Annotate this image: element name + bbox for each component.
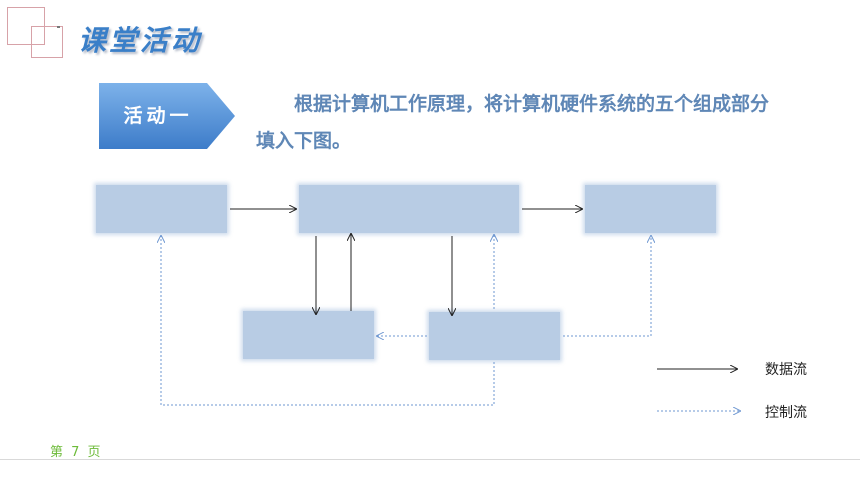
processor-box[interactable] xyxy=(299,185,519,233)
instruction-text: 根据计算机工作原理，将计算机硬件系统的五个组成部分填入下图。 xyxy=(256,93,770,152)
legend-control-flow-label: 控制流 xyxy=(765,405,807,421)
bottom-divider xyxy=(0,459,860,460)
legend-data-flow-label: 数据流 xyxy=(765,362,807,378)
output-device-box[interactable] xyxy=(585,185,716,233)
control-flow-arrow xyxy=(563,236,651,337)
input-device-box[interactable] xyxy=(96,185,227,233)
control-flow-arrow xyxy=(161,236,495,406)
activity-badge: 活动一 xyxy=(99,83,237,149)
decorative-dot xyxy=(57,26,60,28)
controller-box[interactable] xyxy=(429,312,560,360)
slide-title: 课堂活动 xyxy=(78,24,203,57)
memory-box[interactable] xyxy=(243,311,374,359)
activity-label: 活动一 xyxy=(123,105,193,127)
decorative-square xyxy=(31,26,63,58)
page-number: 第 7 页 xyxy=(50,445,101,460)
arrow-badge-shape xyxy=(99,83,235,149)
